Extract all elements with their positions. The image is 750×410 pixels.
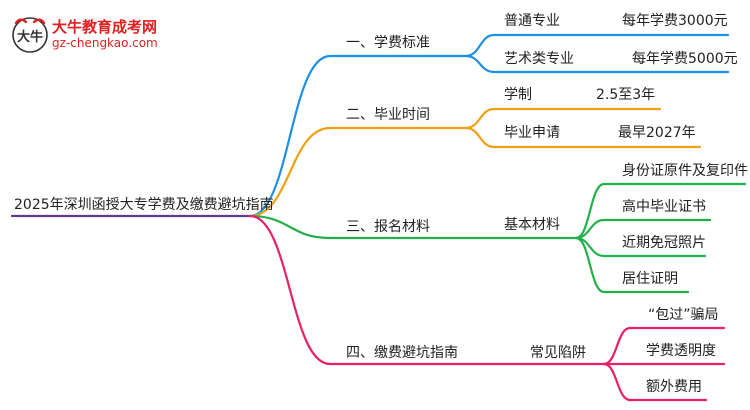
node-art-major: 艺术类专业 (504, 51, 574, 67)
root-topic: 2025年深圳函授大专学费及缴费避坑指南 (14, 197, 274, 213)
link-art-major (464, 54, 730, 74)
link-residence (574, 236, 690, 294)
link-graduation-apply (464, 126, 702, 149)
node-graduation-apply: 毕业申请 (504, 125, 560, 141)
node-basic-materials: 基本材料 (504, 217, 560, 233)
leaf-fee-transparency: 学费透明度 (646, 343, 716, 359)
node-study-length: 学制 (504, 87, 532, 103)
link-regular-major (464, 33, 730, 58)
branch-application-materials: 三、报名材料 (346, 219, 430, 235)
leaf-residence-proof: 居住证明 (622, 271, 678, 287)
value-regular-fee: 每年学费3000元 (622, 13, 728, 29)
link-study-length (464, 107, 662, 130)
branch-graduation-time: 二、毕业时间 (346, 107, 430, 123)
branch-payment-guide: 四、缴费避坑指南 (346, 345, 458, 361)
node-common-traps: 常见陷阱 (530, 345, 586, 361)
link-diploma (574, 218, 712, 240)
node-regular-major: 普通专业 (504, 13, 560, 29)
leaf-highschool-diploma: 高中毕业证书 (622, 199, 706, 215)
link-extra-fees (602, 362, 708, 402)
logo-url: gz-chengkao.com (52, 36, 158, 50)
value-art-fee: 每年学费5000元 (632, 51, 738, 67)
leaf-extra-fees: 额外费用 (646, 379, 702, 395)
link-branch-4 (248, 214, 512, 366)
leaf-id-card: 身份证原件及复印件 (622, 163, 748, 179)
site-logo[interactable]: 大牛 大牛教育成考网 gz-chengkao.com (10, 14, 160, 58)
bull-logo-icon: 大牛 (12, 17, 48, 53)
link-branch-1 (248, 54, 468, 218)
branch-tuition-standard: 一、学费标准 (346, 35, 430, 51)
link-id-card (574, 182, 747, 240)
link-pass-scam (602, 326, 726, 366)
logo-title: 大牛教育成考网 (52, 18, 158, 36)
value-graduation-apply: 最早2027年 (618, 125, 696, 141)
leaf-photo: 近期免冠照片 (622, 235, 706, 251)
link-branch-3 (248, 214, 468, 240)
value-study-length: 2.5至3年 (596, 87, 656, 103)
logo-mark-text: 大牛 (17, 29, 43, 45)
link-branch-2 (248, 126, 468, 218)
leaf-pass-guarantee-scam: “包过”骗局 (648, 307, 719, 323)
